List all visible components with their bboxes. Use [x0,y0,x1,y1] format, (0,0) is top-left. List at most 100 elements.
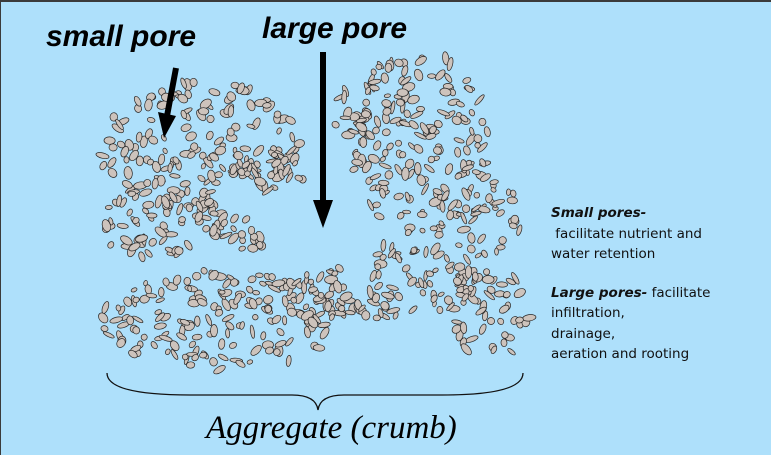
soil-particle [175,203,184,216]
soil-particle [162,147,168,154]
soil-particle [360,137,367,148]
soil-particle [384,170,394,180]
soil-particle [232,292,243,306]
soil-particle [198,107,209,115]
soil-particle [437,306,443,313]
soil-particle [478,323,488,335]
soil-particle [186,362,195,369]
soil-particle [474,94,486,107]
soil-particle [286,355,292,367]
soil-particle [393,192,404,201]
soil-particle [465,266,472,279]
soil-particle [430,226,438,231]
soil-particle [133,95,143,107]
soil-particle [104,137,115,145]
soil-particle [276,127,282,135]
soil-particle [313,344,325,351]
soil-particle [507,197,518,205]
large-pores-text: facilitate [647,285,710,301]
soil-particle [184,130,198,143]
soil-particle [275,327,285,337]
soil-particle [169,173,180,179]
soil-particle [380,72,389,83]
soil-particle [100,325,108,332]
soil-particle [455,242,462,248]
soil-particle [362,98,371,107]
soil-particle [95,151,109,159]
soil-particle [331,120,341,129]
soil-particle [453,137,464,144]
soil-particle [455,100,465,108]
soil-particle [274,339,287,348]
soil-particle [155,297,165,304]
soil-particle [507,347,517,356]
soil-particle [411,247,417,254]
soil-particle [513,287,527,300]
soil-particle [451,319,462,325]
soil-particle [443,72,453,83]
soil-particle [252,144,266,158]
soil-particle [382,128,391,136]
large-pores-line-4: aeration and rooting [551,344,761,365]
soil-particle [478,158,487,168]
soil-particle [402,210,410,214]
soil-particle [373,115,382,128]
soil-particle [123,166,133,180]
soil-particle [462,205,470,213]
pore-notes: Small pores- facilitate nutrient and wat… [551,203,761,365]
soil-particle [472,272,479,282]
soil-particle [414,162,421,175]
soil-particle [255,273,263,278]
soil-particle [462,145,471,156]
soil-particle [393,291,404,302]
soil-particle [372,140,382,152]
soil-particle [385,63,392,72]
soil-particle [506,189,511,196]
soil-particle [115,304,121,311]
small-pores-line-1: facilitate nutrient and [551,224,761,245]
soil-particle [210,210,219,216]
soil-particle [318,326,330,341]
soil-particle [469,127,475,136]
soil-particle [194,316,200,327]
soil-particle [147,117,156,124]
soil-particle [483,126,491,137]
soil-particle [401,65,410,77]
soil-particle [186,204,193,213]
soil-particle [262,102,271,108]
soil-particle [497,235,508,246]
soil-particle [154,322,167,330]
soil-particle [369,172,381,181]
soil-particle [214,171,222,178]
soil-particle [412,143,424,155]
soil-particle [446,210,454,220]
soil-particle [419,227,426,234]
soil-particle [416,174,428,187]
soil-particle [397,89,408,97]
soil-particle [128,191,136,197]
soil-particle [464,84,475,94]
soil-particle [180,123,192,133]
soil-particle [101,301,111,315]
soil-particle [117,223,129,230]
soil-particle [106,240,115,249]
soil-particle [147,213,158,218]
soil-particles [95,51,536,375]
soil-particle [248,226,255,234]
soil-particle [410,110,424,120]
soil-particle [386,284,399,292]
soil-particle [466,243,477,254]
soil-particle [211,325,218,337]
soil-particle [457,225,471,234]
soil-particle [229,213,240,225]
soil-particle [241,214,251,224]
soil-particle [315,271,325,284]
soil-particle [204,314,212,327]
large-pores-heading: Large pores- [551,285,647,301]
soil-particle [362,311,371,321]
soil-particle [217,353,229,362]
soil-particle [251,313,259,321]
soil-particle [443,254,450,263]
soil-particle [304,271,309,278]
soil-particle [249,344,263,358]
